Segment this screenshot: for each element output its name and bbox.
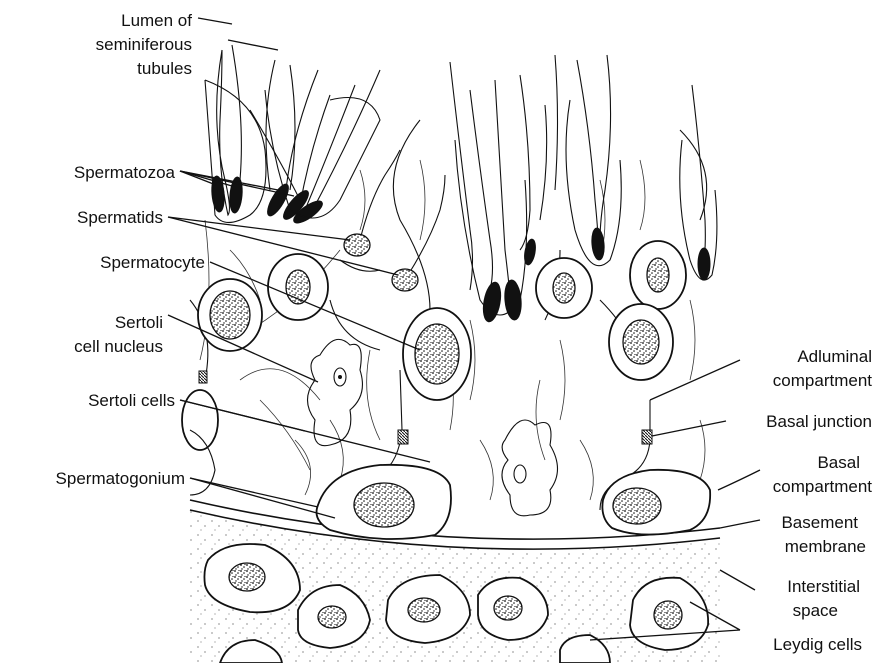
label-lumen-line1: Lumen of [121, 11, 192, 30]
label-sertoli-nucleus-line2: cell nucleus [74, 337, 163, 356]
label-spermatids: Spermatids [77, 208, 163, 227]
label-sertoli-nucleus-line1: Sertoli [115, 313, 163, 332]
label-basement-membrane-line2: membrane [785, 537, 866, 556]
label-basal-junction: Basal junction [766, 412, 872, 431]
label-interstitial-line2: space [793, 601, 838, 620]
label-adluminal-line1: Adluminal [797, 347, 872, 366]
spermatids-group [340, 150, 445, 291]
label-adluminal-line2: compartment [773, 371, 872, 390]
label-spermatogonium: Spermatogonium [56, 469, 185, 488]
label-basal-compartment-line1: Basal [817, 453, 860, 472]
label-interstitial-line1: Interstitial [787, 577, 860, 596]
label-lumen-line2: seminiferous [96, 35, 192, 54]
label-lumen-line3: tubules [137, 59, 192, 78]
spermatogonia-group [190, 430, 710, 539]
label-sertoli-cells: Sertoli cells [88, 391, 175, 410]
label-spermatocyte: Spermatocyte [100, 253, 205, 272]
label-basal-compartment-line2: compartment [773, 477, 872, 496]
label-basement-membrane-line1: Basement [781, 513, 858, 532]
label-leydig-cells: Leydig cells [773, 635, 862, 654]
label-spermatozoa: Spermatozoa [74, 163, 176, 182]
